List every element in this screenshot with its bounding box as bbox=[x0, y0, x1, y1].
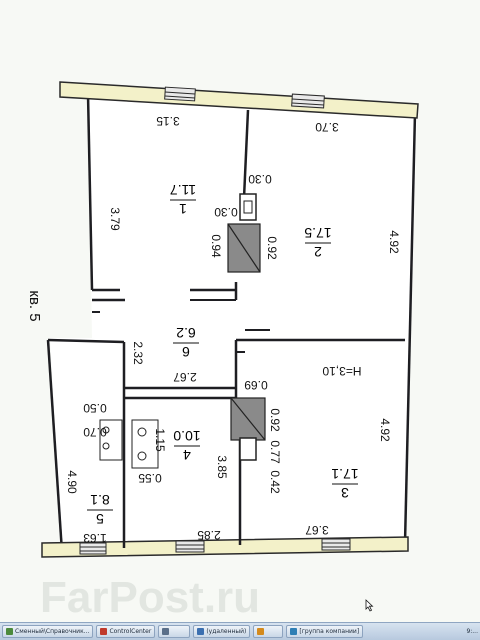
room-3-number: 3 bbox=[341, 485, 349, 501]
dim-1-63: 1.63 bbox=[83, 531, 107, 545]
room-6-number: 6 bbox=[182, 344, 190, 360]
taskbar-item-label: ControlCenter bbox=[109, 628, 152, 635]
dim-0-92-b: 0.92 bbox=[268, 408, 282, 432]
dim-4-90: 4.90 bbox=[65, 470, 79, 494]
dim-0-69: 0.69 bbox=[244, 378, 268, 392]
top-windows bbox=[164, 86, 325, 109]
dim-4-92-bottom: 4.92 bbox=[378, 418, 392, 442]
ventilation-shafts bbox=[227, 193, 266, 461]
dim-2-32: 2.32 bbox=[131, 341, 145, 365]
floor-plan-photo: 1 11.7 2 17.5 6 6.2 4 10.0 3 17.1 5 8.1 … bbox=[26, 81, 419, 622]
app-icon bbox=[257, 628, 265, 635]
dim-3-15: 3.15 bbox=[156, 114, 180, 128]
dim-2-85: 2.85 bbox=[197, 528, 221, 542]
room-5: 5 8.1 bbox=[87, 492, 113, 527]
dim-0-70: 0.70 bbox=[83, 425, 107, 439]
room-2-number: 2 bbox=[314, 244, 322, 260]
room-3: 3 17.1 bbox=[331, 466, 358, 501]
dim-0-30-a: 0.30 bbox=[248, 172, 272, 186]
system-tray: 9:... bbox=[466, 628, 478, 635]
room-5-number: 5 bbox=[96, 511, 104, 527]
room-5-area: 8.1 bbox=[90, 492, 110, 508]
room-1: 1 11.7 bbox=[170, 182, 196, 217]
dimension-labels: 3.15 3.70 4.92 4.92 3.79 0.30 0.30 0.94 … bbox=[65, 114, 401, 545]
dim-3-85: 3.85 bbox=[215, 455, 229, 479]
taskbar-item-window-5[interactable] bbox=[253, 625, 284, 638]
interior-walls bbox=[92, 109, 405, 548]
mouse-cursor-icon bbox=[365, 599, 374, 612]
taskbar-item-label: (удаленный) bbox=[206, 628, 247, 635]
dim-4-92-top: 4.92 bbox=[387, 230, 401, 254]
clock[interactable]: 9:... bbox=[466, 628, 478, 635]
kitchen-fixtures bbox=[99, 419, 159, 469]
taskbar-item-group[interactable]: [группа компании] bbox=[286, 625, 364, 638]
app-icon bbox=[6, 628, 13, 635]
room-2-area: 17.5 bbox=[304, 225, 331, 241]
taskbar-item-controlcenter[interactable]: ControlCenter bbox=[96, 625, 156, 638]
dim-0-55: 0.55 bbox=[138, 471, 162, 485]
dim-3-67: 3.67 bbox=[305, 523, 329, 537]
taskbar-item-label: Сменный\Справочник... bbox=[15, 628, 90, 635]
room-4-area: 10.0 bbox=[173, 428, 200, 444]
dim-0-30-b: 0.30 bbox=[214, 205, 238, 219]
dim-0-42: 0.42 bbox=[268, 470, 282, 494]
dim-2-67: 2.67 bbox=[173, 370, 197, 384]
room-3-area: 17.1 bbox=[331, 466, 358, 482]
bottom-windows bbox=[79, 538, 351, 555]
dim-3-79: 3.79 bbox=[108, 207, 122, 231]
bottom-wall-band bbox=[41, 536, 409, 558]
chat-icon bbox=[290, 628, 298, 635]
dim-1-15: 1.15 bbox=[153, 428, 167, 452]
taskbar-item-window-3[interactable] bbox=[158, 625, 191, 638]
taskbar: Сменный\Справочник... ControlCenter (уда… bbox=[0, 622, 480, 640]
room-1-area: 11.7 bbox=[170, 182, 196, 198]
room-6: 6 6.2 bbox=[173, 325, 199, 360]
dim-0-50: 0.50 bbox=[83, 401, 107, 415]
dim-3-70: 3.70 bbox=[315, 120, 339, 134]
app-icon bbox=[162, 628, 170, 635]
dim-0-94: 0.94 bbox=[209, 234, 223, 258]
watermark: FarPost.ru bbox=[40, 573, 260, 622]
room-4: 4 10.0 bbox=[173, 428, 200, 463]
room-1-number: 1 bbox=[179, 201, 187, 217]
taskbar-item-label: [группа компании] bbox=[299, 628, 360, 635]
room-4-number: 4 bbox=[183, 447, 191, 463]
apartment-label: кв. 5 bbox=[26, 290, 43, 321]
door-marks bbox=[92, 299, 270, 353]
taskbar-item-reference[interactable]: Сменный\Справочник... bbox=[2, 625, 94, 638]
room-6-area: 6.2 bbox=[176, 325, 196, 341]
plan-outline bbox=[50, 94, 417, 552]
dim-0-77: 0.77 bbox=[268, 440, 282, 464]
taskbar-item-remote[interactable]: (удаленный) bbox=[193, 625, 251, 638]
dim-0-92-a: 0.92 bbox=[265, 236, 279, 260]
ceiling-height: H=3,10 bbox=[322, 364, 361, 378]
remote-desktop-icon bbox=[197, 628, 205, 635]
room-2: 2 17.5 bbox=[304, 225, 331, 260]
app-icon bbox=[100, 628, 108, 635]
